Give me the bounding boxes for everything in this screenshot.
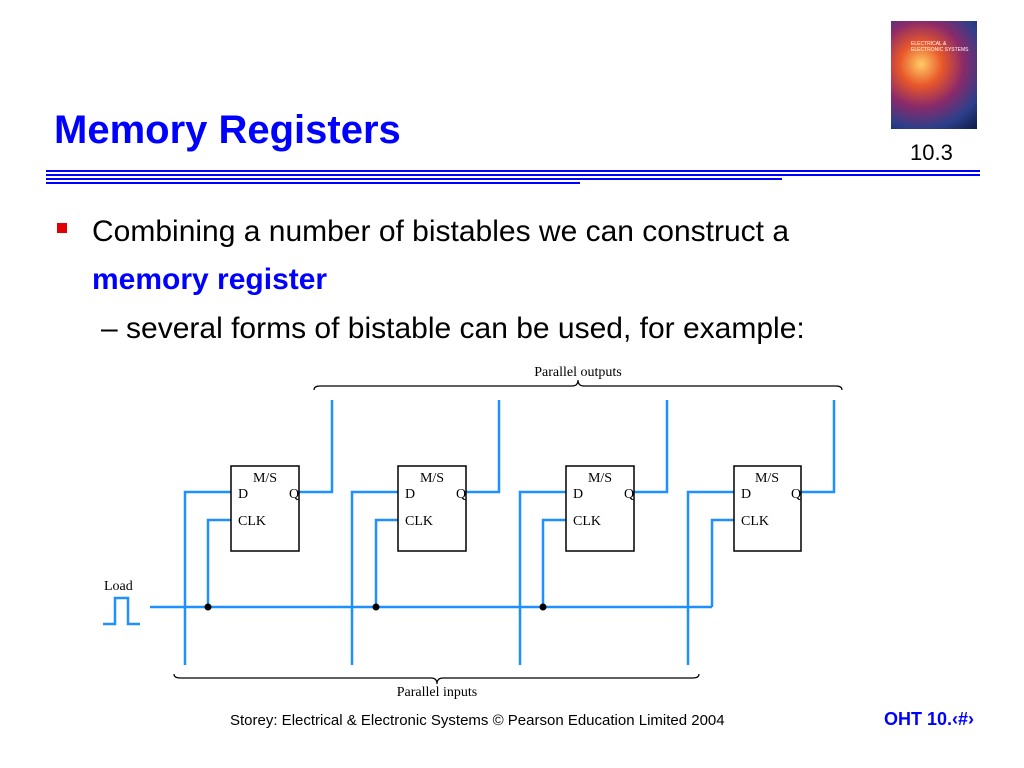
footer-credit: Storey: Electrical & Electronic Systems …: [230, 712, 725, 729]
flipflop-q: Q: [456, 487, 466, 502]
bullet-marker: [57, 223, 67, 233]
flipflop-d: D: [741, 487, 751, 502]
flipflop-q: Q: [289, 487, 299, 502]
junction-dot: [539, 603, 547, 611]
bullet-main-text: Combining a number of bistables we can c…: [92, 215, 790, 248]
inputs-brace: [173, 673, 700, 685]
flipflop-clk: CLK: [238, 514, 266, 529]
bullet-keyword: memory register: [92, 263, 328, 296]
book-cover-title: ELECTRICAL & ELECTRONIC SYSTEMS: [911, 41, 969, 53]
flipflop-type: M/S: [253, 471, 277, 486]
flipflop-clk: CLK: [405, 514, 433, 529]
load-label: Load: [104, 579, 133, 594]
flipflop-type: M/S: [755, 471, 779, 486]
flipflop-q: Q: [624, 487, 634, 502]
flipflop-clk: CLK: [573, 514, 601, 529]
footer-page-ref: OHT 10.‹#›: [884, 709, 975, 729]
flipflop-type: M/S: [588, 471, 612, 486]
flipflop-d: D: [238, 487, 248, 502]
bit-2-wiring: [518, 400, 669, 665]
slide-number: 10.3: [910, 140, 953, 165]
bit-3-wiring: [686, 400, 836, 665]
flipflop-1: M/S D Q CLK: [397, 465, 467, 552]
flipflop-d: D: [405, 487, 415, 502]
rule-line-4: [46, 182, 580, 184]
bullet-main: Combining a number of bistables we can c…: [92, 208, 972, 304]
flipflop-3: M/S D Q CLK: [733, 465, 802, 552]
flipflop-2: M/S D Q CLK: [565, 465, 635, 552]
flipflop-clk: CLK: [741, 514, 769, 529]
flipflop-0: M/S D Q CLK: [230, 465, 300, 552]
sub-bullet-text: several forms of bistable can be used, f…: [126, 312, 805, 345]
junction-dot: [372, 603, 380, 611]
rule-line-1: [46, 170, 980, 172]
rule-line-3: [46, 178, 782, 180]
flipflop-q: Q: [791, 487, 801, 502]
sub-bullet-dash: –: [101, 312, 118, 345]
bit-0-wiring: [183, 400, 334, 665]
rule-line-2: [46, 174, 980, 176]
inputs-label: Parallel inputs: [397, 685, 478, 700]
flipflop-d: D: [573, 487, 583, 502]
book-cover-image: ELECTRICAL & ELECTRONIC SYSTEMS: [891, 21, 977, 129]
outputs-brace: [313, 379, 843, 391]
junction-dot: [204, 603, 212, 611]
bit-1-wiring: [350, 400, 501, 665]
bullet-sub: – several forms of bistable can be used,…: [101, 312, 805, 346]
load-pulse-icon: [103, 596, 140, 626]
outputs-label: Parallel outputs: [534, 365, 622, 380]
slide-title: Memory Registers: [54, 108, 401, 152]
flipflop-type: M/S: [420, 471, 444, 486]
